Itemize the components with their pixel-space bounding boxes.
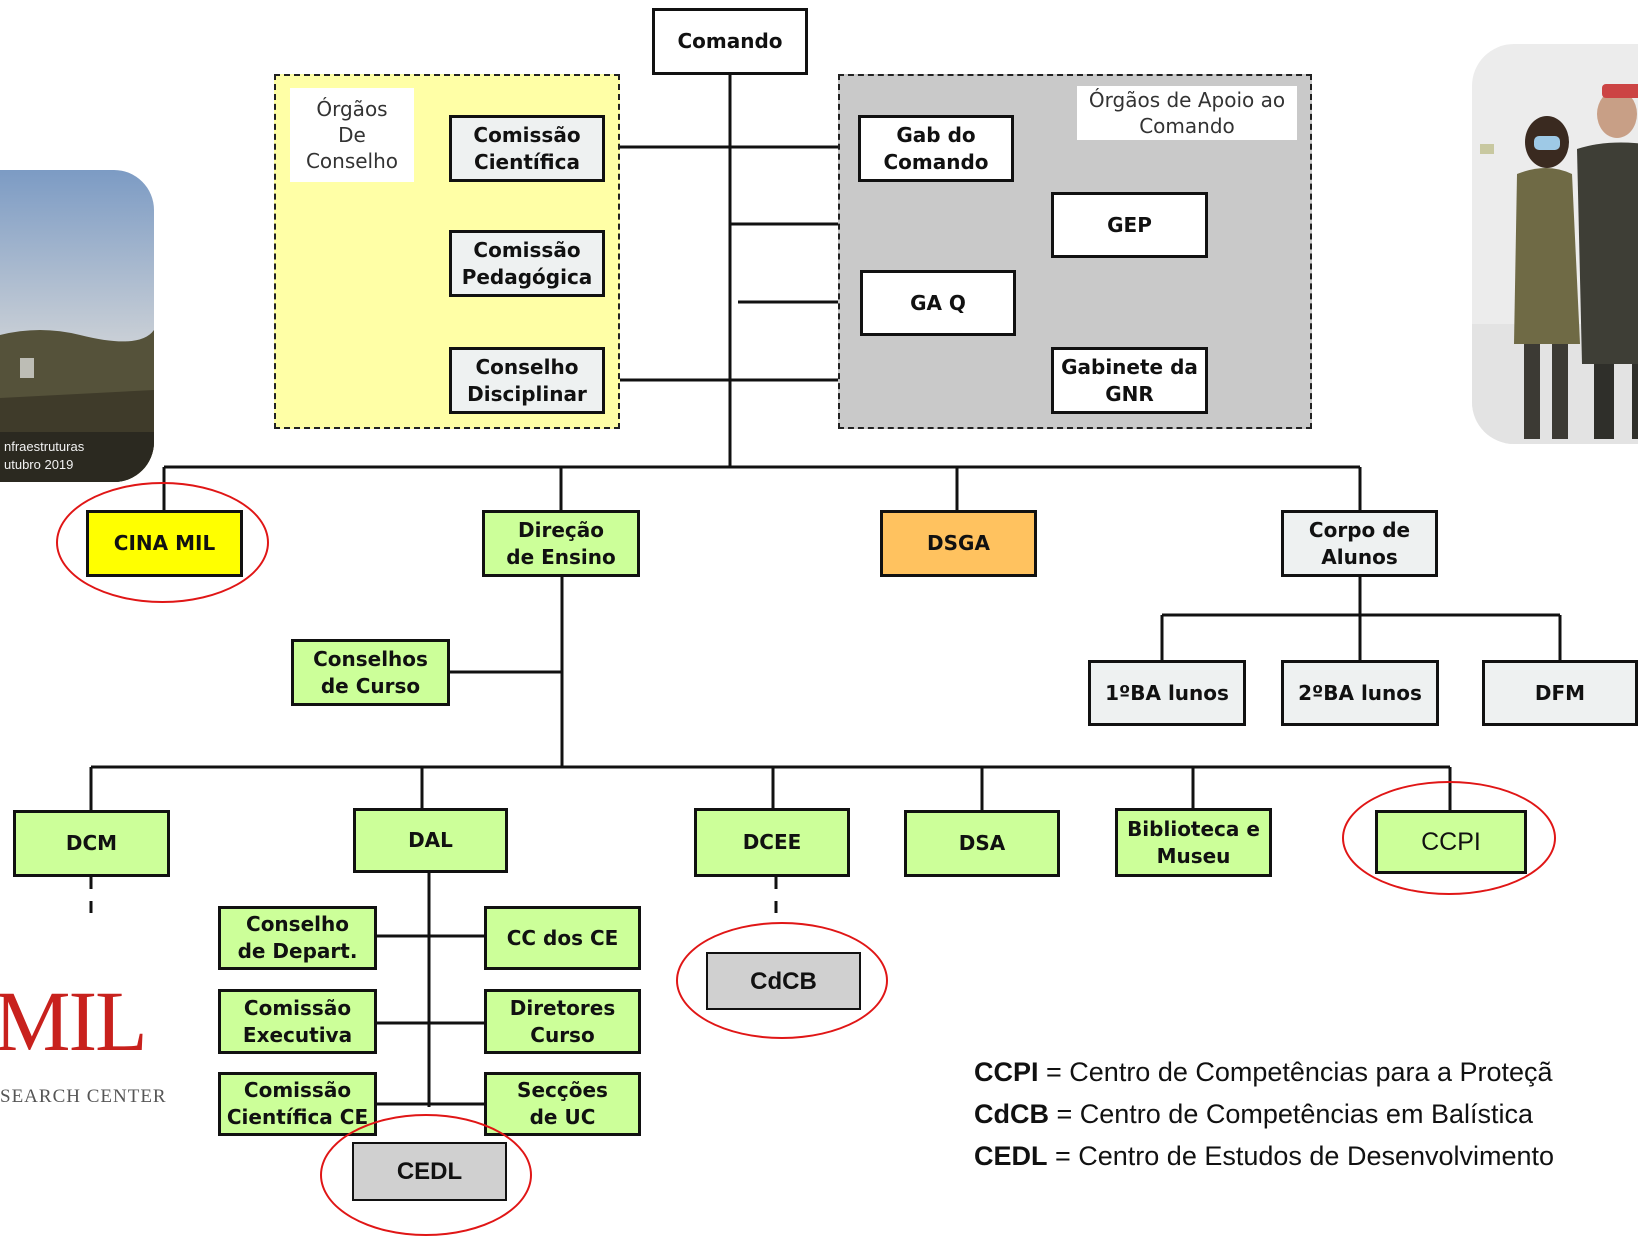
dcee-box[interactable]: DCEE (694, 808, 850, 877)
cc-dos-ce-box[interactable]: CC dos CE (484, 906, 641, 970)
corpo-alunos-box[interactable]: Corpo de Alunos (1281, 510, 1438, 577)
cdcb-highlight-oval (676, 922, 888, 1039)
legend-cdcb-abbr: CdCB (974, 1099, 1049, 1129)
people-image (1472, 44, 1638, 444)
legend-cedl-text: = Centro de Estudos de Desenvolvimento (1047, 1141, 1555, 1171)
dfm-box[interactable]: DFM (1482, 660, 1638, 726)
orgaos-apoio-label: Órgãos de Apoio ao Comando (1077, 86, 1297, 140)
legend-cedl: CEDL = Centro de Estudos de Desenvolvime… (974, 1138, 1554, 1174)
conselho-disciplinar-box[interactable]: Conselho Disciplinar (449, 347, 605, 414)
conselho-departamento-box[interactable]: Conselho de Depart. (218, 906, 377, 970)
batalhao-1-alunos-box[interactable]: 1ºBA lunos (1088, 660, 1246, 726)
gep-box[interactable]: GEP (1051, 192, 1208, 258)
comissao-cientifica-box[interactable]: Comissão Científica (449, 115, 605, 182)
direcao-ensino-box[interactable]: Direção de Ensino (482, 510, 640, 577)
biblioteca-museu-box[interactable]: Biblioteca e Museu (1115, 808, 1272, 877)
dsa-box[interactable]: DSA (904, 810, 1060, 877)
cedl-highlight-oval (320, 1114, 532, 1236)
batalhao-2-alunos-box[interactable]: 2ºBA lunos (1281, 660, 1439, 726)
comissao-cientifica-ce-box[interactable]: Comissão Científica CE (218, 1072, 377, 1136)
dsga-box[interactable]: DSGA (880, 510, 1037, 577)
comando-box[interactable]: Comando (652, 8, 808, 75)
ccpi-highlight-oval (1342, 781, 1556, 895)
legend-cdcb: CdCB = Centro de Competências em Balísti… (974, 1096, 1533, 1132)
diretores-curso-box[interactable]: Diretores Curso (484, 989, 641, 1054)
gaq-box[interactable]: GA Q (860, 270, 1016, 336)
seccoes-uc-box[interactable]: Secções de UC (484, 1072, 641, 1136)
gab-comando-box[interactable]: Gab do Comando (858, 115, 1014, 182)
legend-cdcb-text: = Centro de Competências em Balística (1049, 1099, 1533, 1129)
legend-ccpi-text: = Centro de Competências para a Proteçã (1038, 1057, 1553, 1087)
legend-ccpi: CCPI = Centro de Competências para a Pro… (974, 1054, 1553, 1090)
dal-box[interactable]: DAL (353, 808, 508, 873)
logo-subtitle: SEARCH CENTER (0, 1086, 167, 1107)
orgaos-conselho-label: Órgãos De Conselho (290, 88, 414, 182)
landscape-photo: nfraestruturas utubro 2019 (0, 170, 154, 482)
legend-ccpi-abbr: CCPI (974, 1057, 1039, 1087)
gabinete-gnr-box[interactable]: Gabinete da GNR (1051, 347, 1208, 414)
dcm-box[interactable]: DCM (13, 810, 170, 877)
cinamil-highlight-oval (56, 482, 269, 603)
conselhos-curso-box[interactable]: Conselhos de Curso (291, 639, 450, 706)
legend-cedl-abbr: CEDL (974, 1141, 1048, 1171)
comissao-executiva-box[interactable]: Comissão Executiva (218, 989, 377, 1054)
comissao-pedagogica-box[interactable]: Comissão Pedagógica (449, 230, 605, 297)
landscape-caption: nfraestruturas utubro 2019 (4, 439, 85, 472)
people-photo (1472, 44, 1638, 444)
logo-wordmark: MIL (0, 973, 148, 1069)
landscape-image (0, 170, 154, 482)
